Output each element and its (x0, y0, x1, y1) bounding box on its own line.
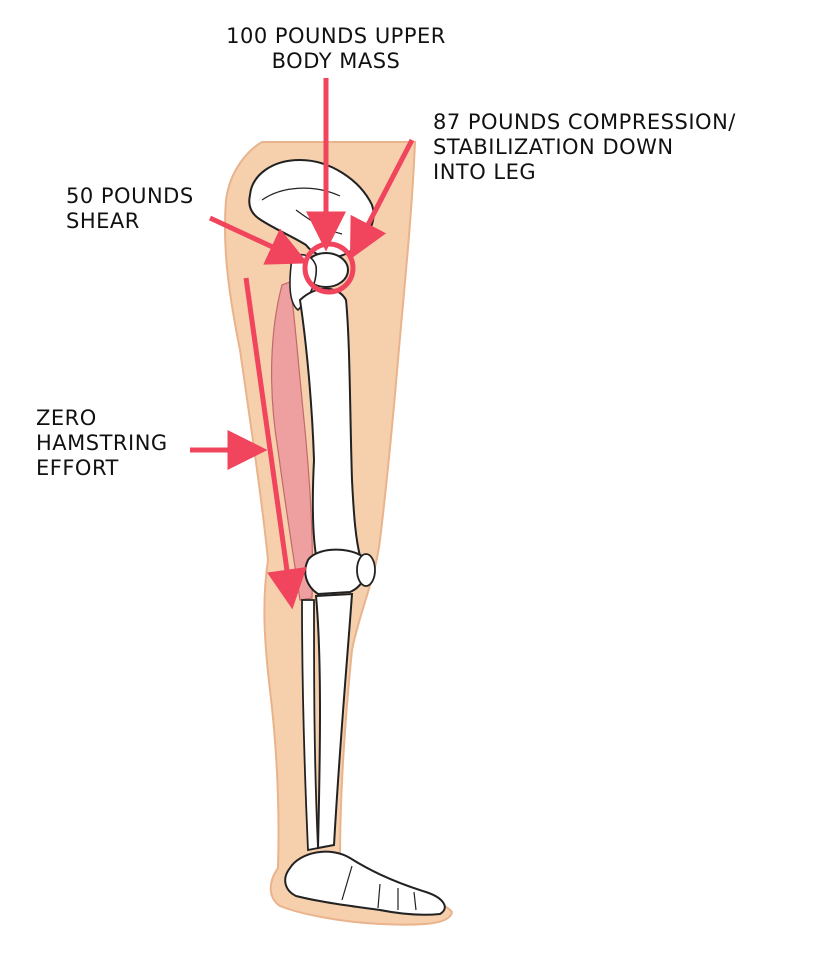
foot-bones (284, 850, 446, 916)
compression-label-line: 87 POUNDS COMPRESSION/ (433, 110, 736, 134)
hamstring-label-line: ZERO (36, 406, 97, 430)
hamstring-label: ZERO HAMSTRING EFFORT (36, 406, 168, 481)
shear-arrow (208, 215, 308, 265)
compression-label-line: INTO LEG (433, 160, 537, 184)
hamstring-label-line: HAMSTRING (36, 431, 168, 455)
femur-bone (298, 287, 362, 568)
hamstring-label-line: EFFORT (36, 456, 119, 480)
compression-label-line: STABILIZATION DOWN (433, 135, 674, 159)
tibia-bone (314, 592, 354, 850)
compression-label: 87 POUNDS COMPRESSION/ STABILIZATION DOW… (433, 110, 736, 185)
compression-arrow (349, 138, 415, 260)
shear-label: 50 POUNDS SHEAR (66, 184, 194, 234)
upper-body-label: 100 POUNDS UPPER BODY MASS (0, 24, 672, 74)
hamstring-muscle (271, 281, 314, 601)
upper-body-label-line: BODY MASS (271, 49, 401, 73)
shear-label-line: 50 POUNDS (66, 184, 194, 208)
fibula-bone (301, 599, 319, 852)
toe-lines (341, 865, 417, 911)
hamstring-line-arrow (243, 277, 307, 610)
patella (356, 553, 376, 587)
upper-body-label-line: 100 POUNDS UPPER (226, 24, 446, 48)
shear-label-line: SHEAR (66, 209, 140, 233)
